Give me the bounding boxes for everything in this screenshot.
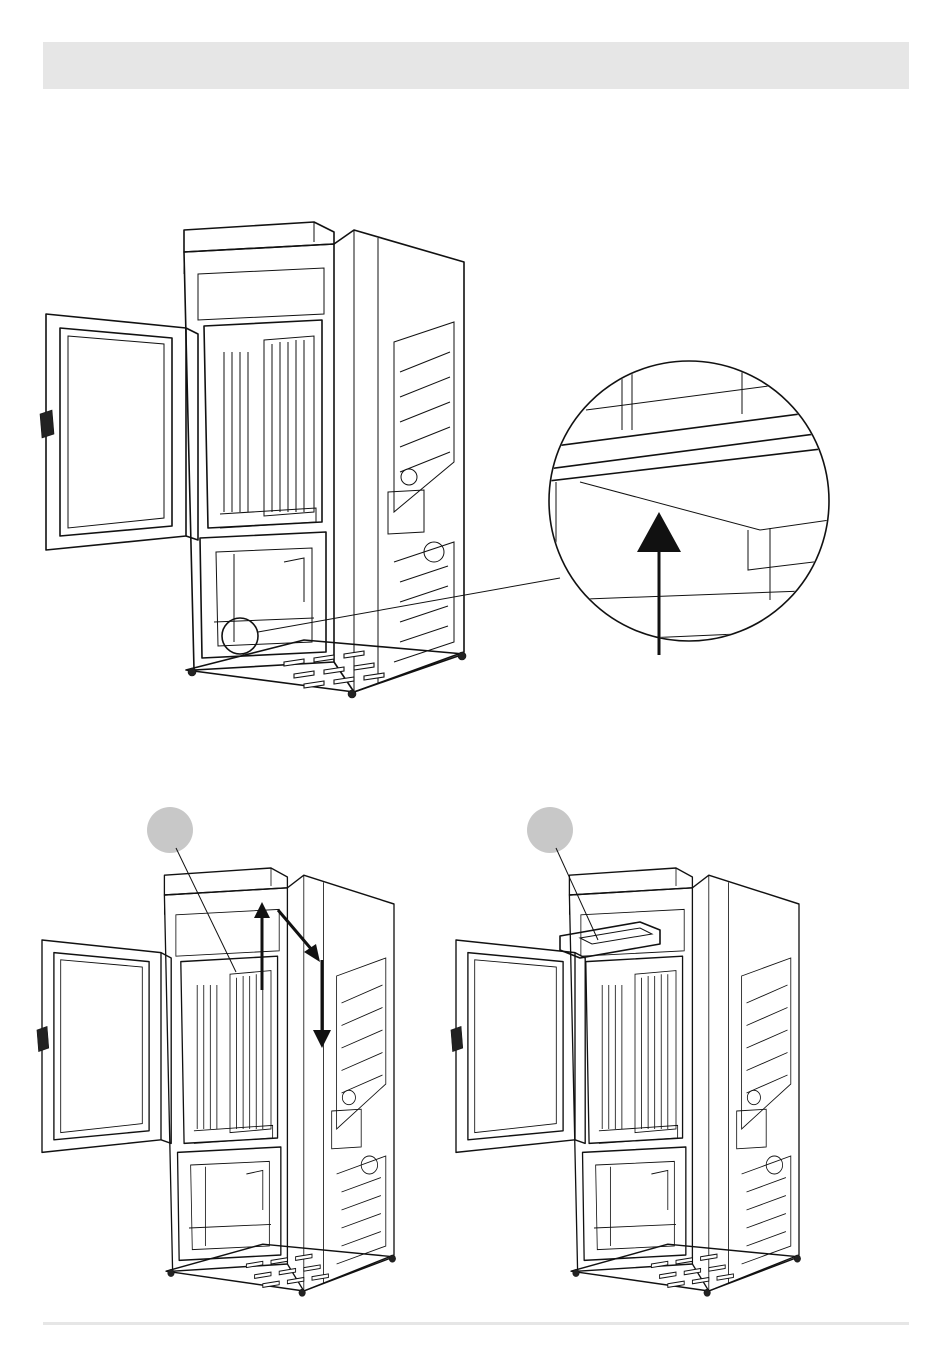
footer-rule xyxy=(43,1322,909,1325)
detail-leader-line xyxy=(258,578,560,632)
step-marker-2 xyxy=(527,807,573,853)
figure-bottom-right-stove xyxy=(451,807,801,1296)
step-marker-1 xyxy=(147,807,193,853)
figure-top-stove xyxy=(40,222,560,698)
magnified-detail xyxy=(540,360,830,655)
detail-callout-circle xyxy=(222,618,258,654)
arrow-down-icon xyxy=(313,1030,331,1048)
arrow-diagonal-icon xyxy=(304,944,320,962)
figure-bottom-left-stove xyxy=(37,807,396,1296)
